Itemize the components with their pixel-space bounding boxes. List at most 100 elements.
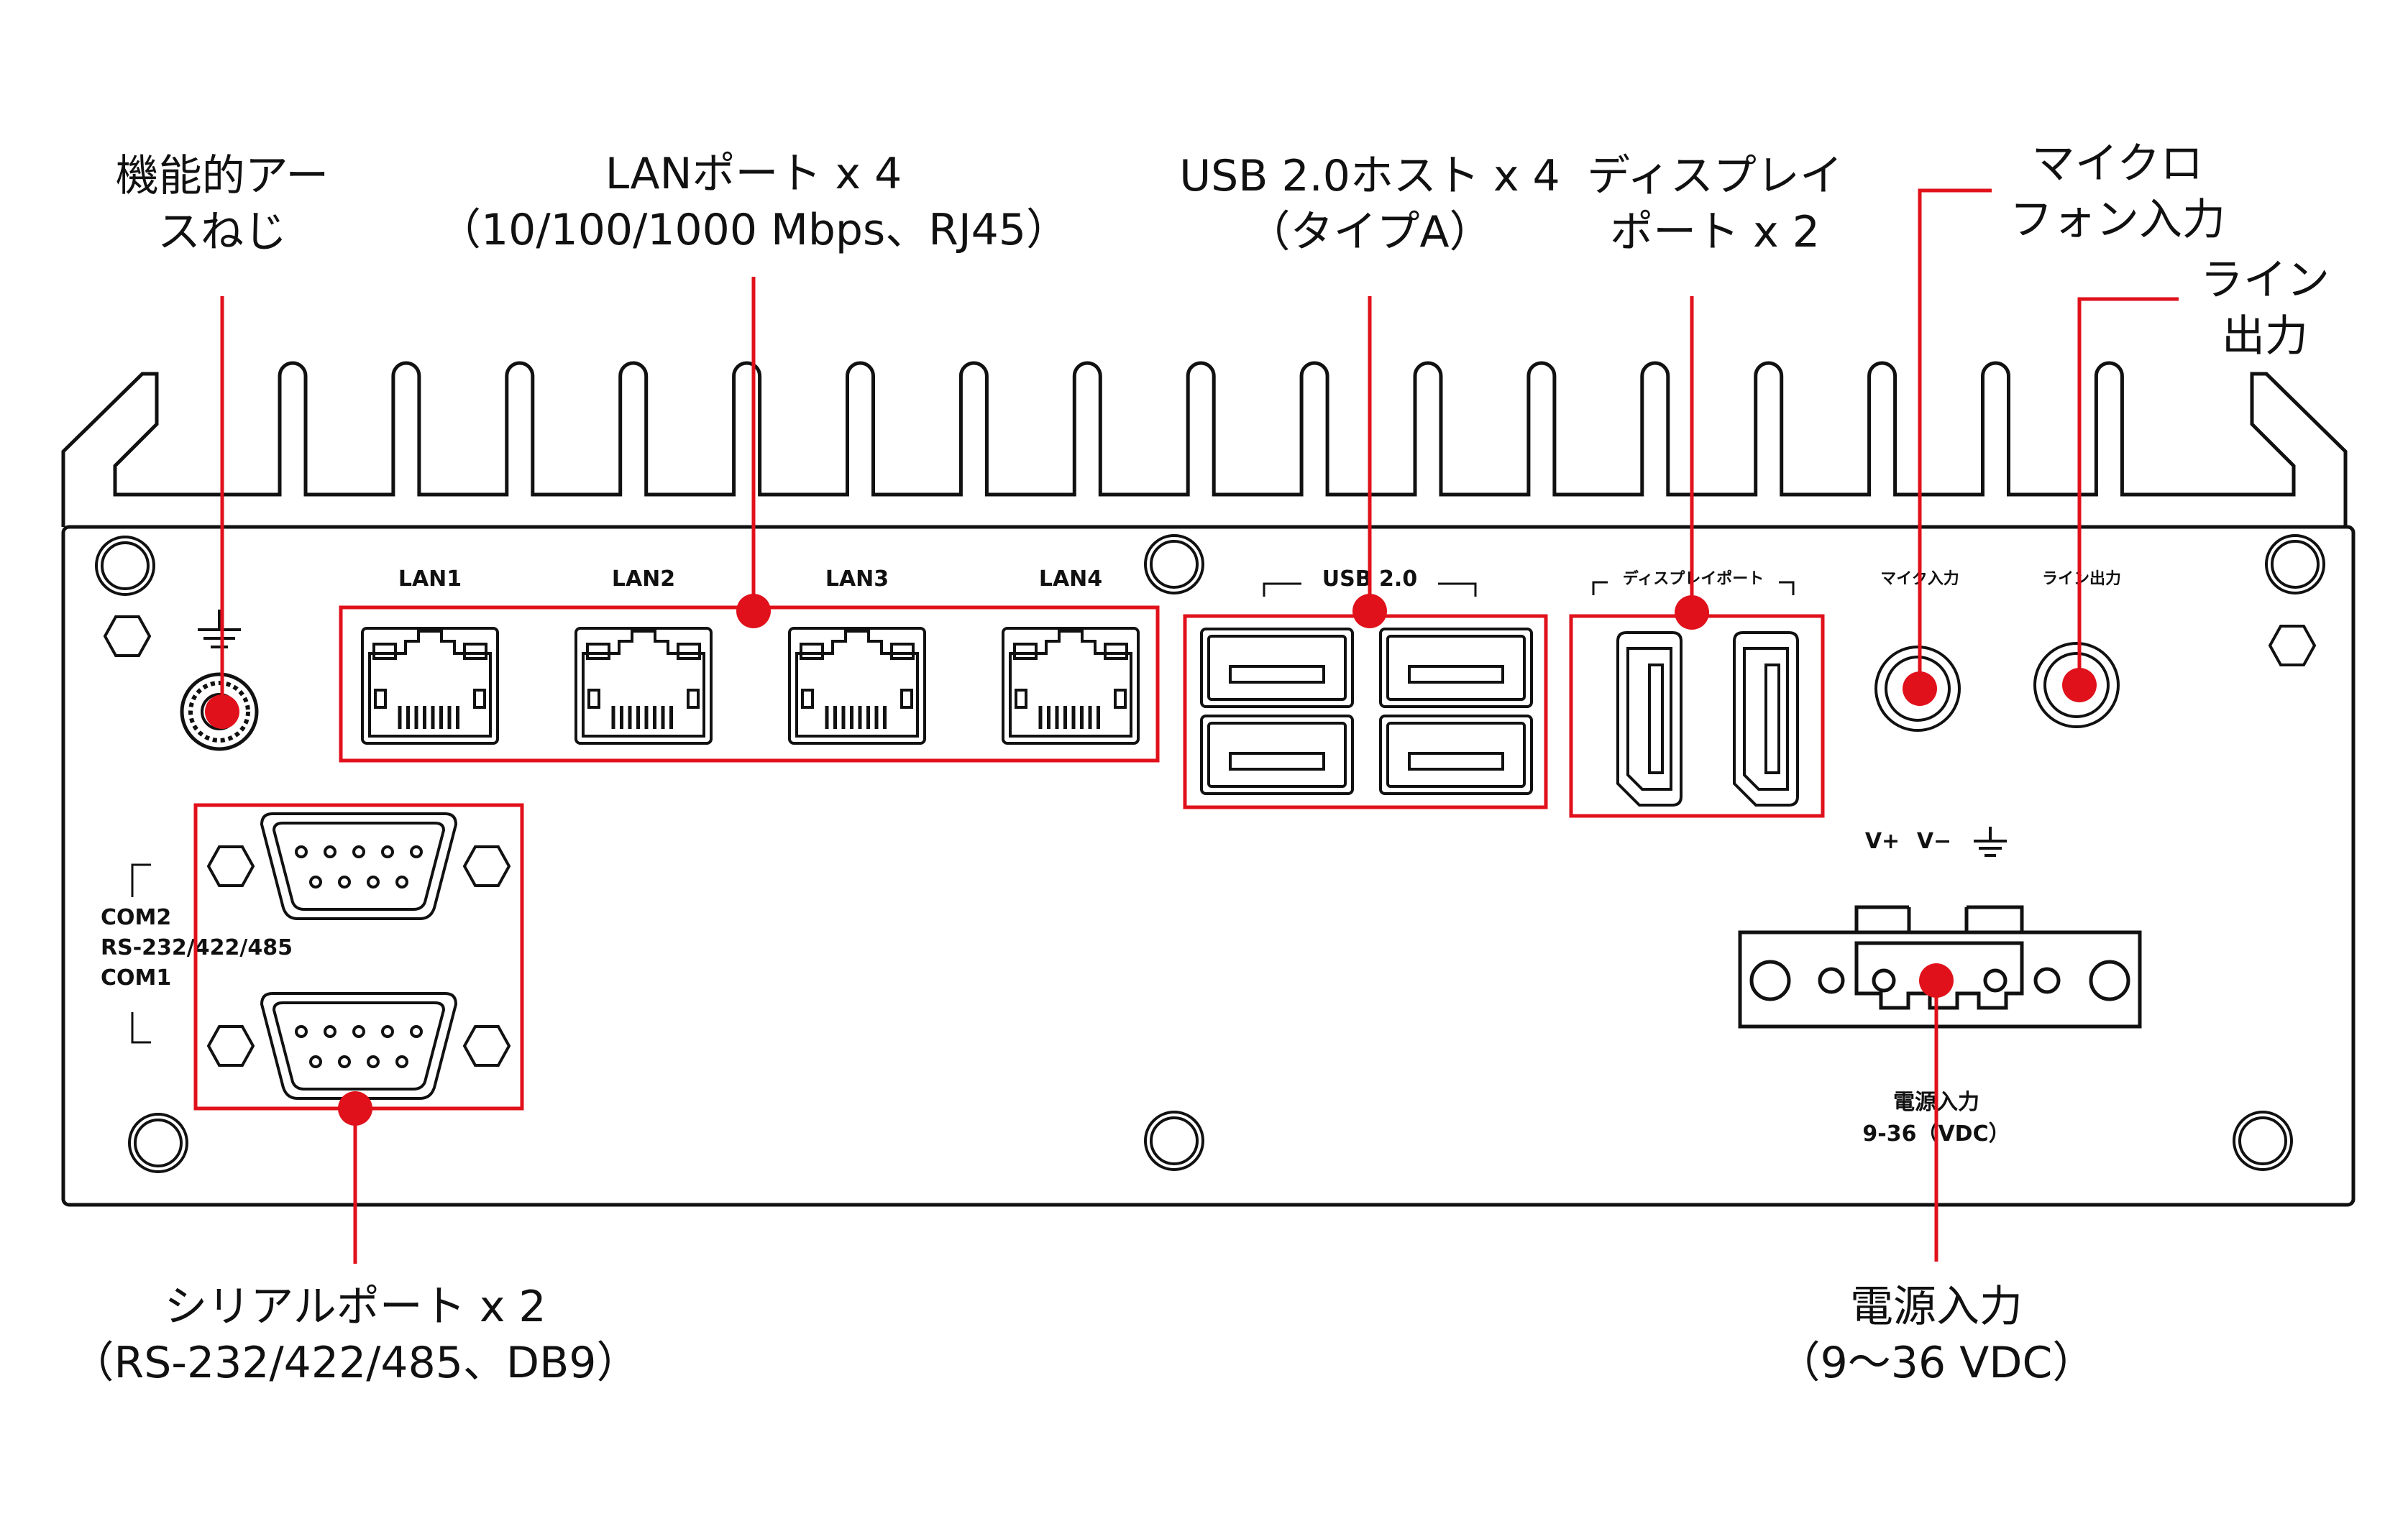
lan-port-body <box>361 627 499 745</box>
highlight-usb <box>1183 614 1548 809</box>
usb-port-opening <box>1207 722 1347 788</box>
callout-serial-line2: （RS-232/422/485、DB9） <box>71 1338 640 1388</box>
callout-usb: USB 2.0ホスト x 4 （タイプA） <box>1179 151 1560 257</box>
lan-latch-right <box>473 689 486 709</box>
displayport-shell <box>1733 631 1799 807</box>
lan-port-body <box>788 627 926 745</box>
callout-dp-line2: ポート x 2 <box>1610 207 1820 257</box>
lan-led-right <box>677 643 701 660</box>
lan-ports <box>361 627 1140 745</box>
dot-mic <box>1903 671 1937 706</box>
displayport-2 <box>1733 631 1799 807</box>
dp-bracket <box>1592 581 1795 595</box>
lan-led-right <box>463 643 487 660</box>
dot-displayport <box>1675 595 1709 630</box>
lan-led-right <box>890 643 915 660</box>
db9-pin <box>410 845 423 858</box>
mounting-screw-ring-1 <box>101 541 150 590</box>
callout-lan-line2: （10/100/1000 Mbps、RJ45） <box>438 205 1069 255</box>
db9-shell-outer <box>260 812 458 920</box>
callout-lineout-line2: 出力 <box>2222 311 2308 362</box>
callout-dots <box>205 594 2097 1126</box>
lan-label-1: LAN1 <box>398 566 462 592</box>
usb-port-1 <box>1200 628 1354 708</box>
db9-pin <box>367 876 380 889</box>
lan-latch-left <box>587 689 600 709</box>
usb-port-tongue <box>1229 752 1325 771</box>
db9-shell-outer <box>260 992 458 1100</box>
db9-pin <box>309 1055 322 1068</box>
lan-label-4: LAN4 <box>1039 566 1102 592</box>
lan-led-right <box>1104 643 1128 660</box>
callout-displayport: ディスプレイ ポート x 2 <box>1587 151 1843 257</box>
db9-pin <box>410 1025 423 1038</box>
db9-pin <box>395 1055 408 1068</box>
usb-port-opening <box>1386 722 1526 788</box>
db9-pin <box>338 1055 351 1068</box>
callout-usb-line1: USB 2.0ホスト x 4 <box>1179 151 1560 201</box>
lan-port-3 <box>788 627 926 745</box>
usb-ports <box>1200 628 1533 795</box>
callout-lineout-line1: ライン <box>2200 255 2330 306</box>
callout-ground-line1: 機能的アー <box>116 151 329 201</box>
lan-latch-right <box>687 689 700 709</box>
lan-latch-left <box>801 689 814 709</box>
usb-port-shell <box>1379 715 1533 795</box>
displayport-tongue <box>1764 664 1780 774</box>
lan-latch-left <box>1015 689 1027 709</box>
usb-port-shell <box>1379 628 1533 708</box>
chassis-panel <box>61 525 2356 1207</box>
dot-usb <box>1352 594 1387 628</box>
db9-pin <box>295 1025 308 1038</box>
lan-port-jack <box>368 630 492 738</box>
db9-pin <box>295 845 308 858</box>
ground-symbol-icon <box>198 610 241 648</box>
callout-power: 電源入力 （9〜36 VDC） <box>1777 1282 2096 1388</box>
callout-lineout: ライン 出力 <box>2200 255 2330 362</box>
heatsink-outline <box>61 361 2348 527</box>
callout-serial: シリアルポート x 2 （RS-232/422/485、DB9） <box>71 1282 640 1388</box>
lan-port-body <box>1002 627 1140 745</box>
db9-pin <box>352 845 365 858</box>
mounting-screw-ring-3 <box>2271 540 2320 589</box>
mounting-screw-3 <box>2265 534 2325 594</box>
db9-pin <box>367 1055 380 1068</box>
mounting-screw-5 <box>1144 1111 1204 1171</box>
callout-mic: マイクロ フォン入力 <box>2010 139 2225 245</box>
lan-port-body <box>574 627 713 745</box>
dot-lan <box>736 594 771 628</box>
usb-port-shell <box>1200 628 1354 708</box>
db9-pin <box>338 876 351 889</box>
callout-power-line1: 電源入力 <box>1850 1282 2023 1332</box>
mounting-screw-2 <box>1144 534 1204 594</box>
displayport-opening <box>1626 647 1672 791</box>
lan-latch-right <box>1114 689 1127 709</box>
highlight-lan <box>339 605 1160 763</box>
mounting-screw-ring-6 <box>2238 1116 2287 1165</box>
db9-pin <box>309 876 322 889</box>
com-bracket <box>131 863 151 1044</box>
db9-pin <box>395 876 408 889</box>
callout-usb-line2: （タイプA） <box>1247 207 1492 257</box>
db9-ports <box>206 812 511 1100</box>
displayport-ports <box>1616 631 1799 807</box>
lan-port-jack <box>582 630 705 738</box>
displayport-opening <box>1743 647 1789 791</box>
lineout-label: ライン出力 <box>2042 570 2121 588</box>
dot-serial <box>338 1091 372 1126</box>
usb-port-opening <box>1207 635 1347 701</box>
lan-label-2: LAN2 <box>612 566 675 592</box>
mic-jack <box>1874 646 1961 732</box>
callout-mic-line2: フォン入力 <box>2010 195 2225 245</box>
lan-port-2 <box>574 627 713 745</box>
lan-led-left <box>372 643 397 660</box>
usb-port-4 <box>1379 715 1533 795</box>
hex-nut-right <box>2268 625 2317 666</box>
v-minus-label: V− <box>1917 829 1951 854</box>
usb-port-opening <box>1386 635 1526 701</box>
dot-ground <box>205 694 239 729</box>
usb-port-2 <box>1379 628 1533 708</box>
callout-lan: LANポート x 4 （10/100/1000 Mbps、RJ45） <box>438 149 1069 255</box>
mounting-screw-6 <box>2233 1111 2293 1171</box>
callout-mic-line1: マイクロ <box>2032 139 2204 189</box>
